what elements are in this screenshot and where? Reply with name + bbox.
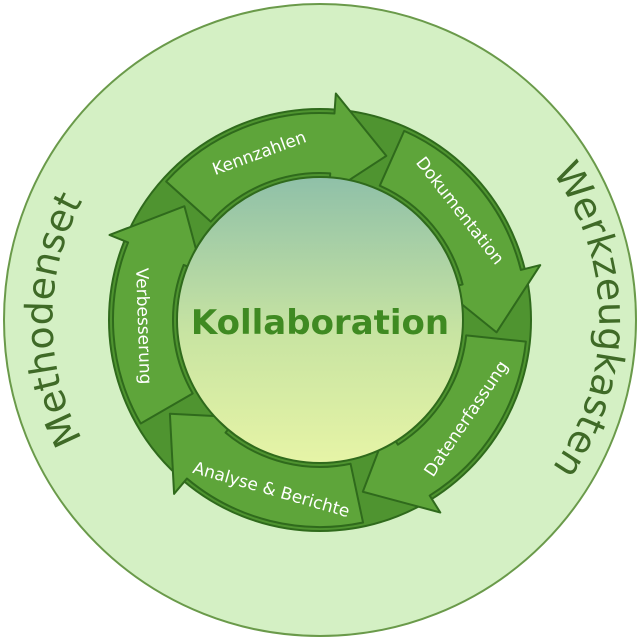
cycle-arrow (378, 129, 542, 334)
step-label-verbesserung: Verbesserung (131, 268, 155, 385)
cycle-arrow (361, 334, 527, 514)
cycle-arrow (168, 412, 365, 528)
center-label: Kollaboration (191, 303, 449, 343)
cycle-arrow (108, 205, 204, 425)
center-circle (176, 176, 464, 464)
cycle-arrows (108, 92, 542, 528)
